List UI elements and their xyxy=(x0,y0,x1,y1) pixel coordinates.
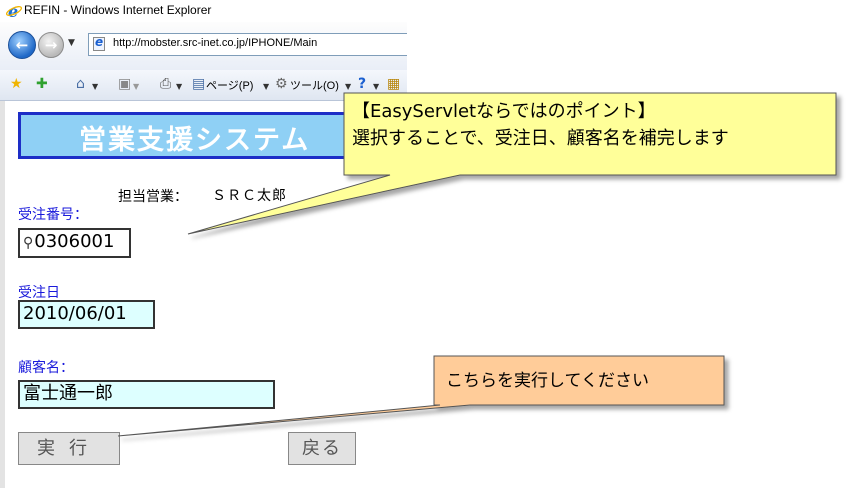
point-callout-body: 選択することで、受注日、顧客名を補完します xyxy=(352,128,729,149)
order-number-label: 受注番号： xyxy=(18,207,88,223)
print-dropdown-icon[interactable]: ▼ xyxy=(176,82,183,91)
app-title: 営業支援システム xyxy=(79,125,311,156)
address-bar[interactable]: http://mobster.src-inet.co.jp/IPHONE/Mai… xyxy=(88,33,407,56)
back-arrow-button[interactable]: ← xyxy=(8,31,36,59)
page-menu-icon[interactable]: ▤ xyxy=(192,76,206,92)
execute-button[interactable]: 実行 xyxy=(18,432,120,465)
url-text[interactable]: http://mobster.src-inet.co.jp/IPHONE/Mai… xyxy=(113,37,318,49)
browser-window: e REFIN - Windows Internet Explorer ← → … xyxy=(0,0,407,488)
feeds-icon[interactable]: ▣ xyxy=(118,76,132,92)
page-icon xyxy=(93,35,105,51)
point-callout-title: 【EasyServletならではのポイント】 xyxy=(352,101,656,122)
execute-callout-bubble xyxy=(117,355,725,437)
back-button[interactable]: 戻る xyxy=(288,432,356,465)
execute-callout-text: こちらを実行してください xyxy=(446,371,649,391)
page-dropdown-icon[interactable]: ▼ xyxy=(263,82,270,91)
favorites-star-icon[interactable]: ★ xyxy=(10,76,23,92)
tools-menu[interactable]: ツール(O) xyxy=(290,80,339,92)
print-icon[interactable]: ⎙ xyxy=(160,76,172,92)
window-left-edge xyxy=(0,101,5,488)
point-callout-bubble xyxy=(187,92,837,235)
history-dropdown-icon[interactable]: ▼ xyxy=(68,38,75,48)
tools-gear-icon[interactable]: ⚙ xyxy=(275,76,288,92)
order-number-field[interactable]: ⚲0306001 xyxy=(18,228,131,258)
left-arrow-icon: ← xyxy=(15,36,29,54)
customer-name-field[interactable]: 富士通一郎 xyxy=(18,380,275,409)
order-date-label: 受注日 xyxy=(18,285,60,301)
order-date-field[interactable]: 2010/06/01 xyxy=(18,300,155,329)
add-favorite-icon[interactable]: ✚ xyxy=(36,76,48,92)
ie-logo-icon: e xyxy=(6,3,22,19)
window-title: REFIN - Windows Internet Explorer xyxy=(24,3,212,17)
help-icon[interactable]: ? xyxy=(358,76,367,92)
page-menu[interactable]: ページ(P) xyxy=(206,80,254,92)
right-arrow-icon: → xyxy=(44,36,58,54)
research-icon[interactable]: ▦ xyxy=(387,76,401,92)
page-content xyxy=(0,101,407,488)
feeds-dropdown-icon[interactable]: ▼ xyxy=(133,82,140,91)
home-icon[interactable]: ⌂ xyxy=(76,76,85,92)
help-dropdown-icon[interactable]: ▼ xyxy=(373,82,380,91)
app-title-banner: 営業支援システム xyxy=(18,112,407,159)
customer-name-label: 顧客名： xyxy=(18,360,74,376)
tools-dropdown-icon[interactable]: ▼ xyxy=(345,82,352,91)
title-bar: e REFIN - Windows Internet Explorer xyxy=(0,0,407,23)
search-magnifier-icon[interactable]: ⚲ xyxy=(23,235,34,251)
command-toolbar xyxy=(0,70,407,101)
forward-arrow-button[interactable]: → xyxy=(38,32,64,58)
sales-rep-label: 担当営業： xyxy=(118,189,188,205)
home-dropdown-icon[interactable]: ▼ xyxy=(92,82,99,91)
order-number-value: 0306001 xyxy=(34,231,115,252)
svg-text:e: e xyxy=(8,3,18,19)
sales-rep-name: ＳＲＣ太郎 xyxy=(212,188,287,204)
